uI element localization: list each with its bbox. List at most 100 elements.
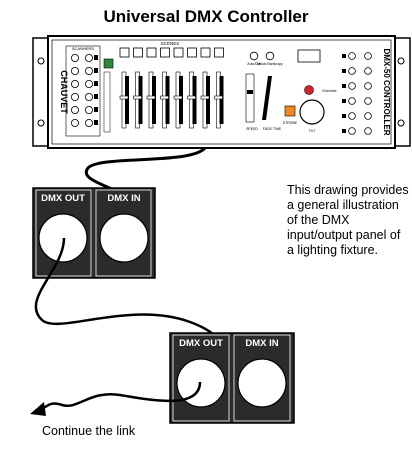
strobe-button[interactable] [284, 105, 296, 117]
scanner-button[interactable] [85, 119, 94, 128]
function-button[interactable] [364, 82, 372, 90]
scene-button[interactable] [133, 47, 143, 58]
brand-logo: CHAUVET [59, 70, 69, 114]
fader-scale-icon [138, 76, 143, 124]
fader-scale-icon [192, 76, 197, 124]
function-indicator-icon [342, 84, 346, 88]
scanner-indicator-icon [94, 107, 98, 112]
function-button[interactable] [348, 67, 356, 75]
fader-knob[interactable] [173, 95, 183, 100]
dmx-cable [39, 381, 202, 412]
controller-bezel [51, 39, 392, 145]
function-button[interactable] [364, 52, 372, 60]
scanner-button[interactable] [85, 106, 94, 115]
function-indicator-icon [342, 129, 346, 133]
scanner-button[interactable] [85, 93, 94, 102]
scanner-indicator-icon [94, 81, 98, 86]
scanner-button[interactable] [71, 67, 80, 76]
arrowhead-icon [30, 402, 46, 416]
side-panel-strip [103, 71, 111, 133]
power-led-icon [103, 58, 114, 69]
scanner-button[interactable] [71, 54, 80, 63]
dmx-in-label: DMX IN [245, 338, 278, 349]
dmx-controller: CHAUVET SCANNERS SCENES Auto/Del Music B… [32, 35, 411, 149]
tilt-label: TILT [309, 129, 317, 133]
dmx-out-label: DMX OUT [179, 338, 223, 349]
fader-scale-icon [125, 76, 129, 124]
function-button[interactable] [364, 127, 372, 135]
function-button-column [342, 52, 372, 135]
auto-del-label: Auto/Del [247, 62, 261, 66]
scanner-button[interactable] [71, 119, 80, 128]
channel-fader-bank [119, 71, 224, 129]
music-bankcopy-label: Music Bankcopy [257, 62, 283, 66]
function-button[interactable] [348, 127, 356, 135]
scanner-button[interactable] [71, 80, 80, 89]
function-button[interactable] [364, 112, 372, 120]
scene-button[interactable] [160, 47, 170, 58]
fader-knob[interactable] [214, 95, 223, 100]
dmx-out-label: DMX OUT [41, 193, 85, 204]
dmx-in-socket [237, 358, 287, 408]
scanners-label: SCANNERS [72, 46, 95, 51]
rack-screw-icon [397, 57, 405, 65]
scene-button[interactable] [173, 47, 184, 58]
speed-fader-knob[interactable] [247, 90, 253, 94]
fader-knob[interactable] [146, 95, 156, 100]
fader-knob[interactable] [187, 95, 196, 100]
scanner-button[interactable] [71, 93, 80, 102]
override-button[interactable] [304, 85, 314, 95]
override-label: Override [322, 89, 337, 93]
music-bankcopy-button[interactable] [265, 51, 275, 61]
scenes-label: SCENES [161, 41, 180, 46]
joystick[interactable] [299, 99, 325, 125]
scanner-button[interactable] [85, 54, 94, 63]
fader-knob[interactable] [160, 95, 169, 100]
scanner-button-grid [71, 54, 98, 128]
function-button[interactable] [348, 52, 356, 60]
scanner-indicator-icon [94, 55, 98, 60]
function-indicator-icon [342, 99, 346, 103]
scene-button[interactable] [146, 47, 157, 58]
speed-scale-wedge-icon [262, 76, 272, 120]
fader-scale-icon [152, 76, 156, 124]
function-button[interactable] [348, 97, 356, 105]
diagram-title: Universal DMX Controller [103, 7, 309, 26]
fader-scale-icon [219, 76, 224, 124]
fader-scale-icon [179, 76, 183, 124]
model-label: DMX-50 CONTROLLER [382, 48, 391, 135]
strobe-label: STROBE [283, 121, 298, 125]
scene-button[interactable] [214, 47, 224, 58]
fader-knob[interactable] [133, 95, 142, 100]
scanner-button[interactable] [85, 80, 94, 89]
auto-del-button[interactable] [249, 51, 259, 61]
rack-screw-icon [37, 119, 45, 127]
scanner-button[interactable] [85, 67, 94, 76]
rack-screw-icon [37, 57, 45, 65]
speed-fader-track [245, 73, 255, 123]
scanner-section-frame [65, 45, 101, 137]
function-button[interactable] [364, 97, 372, 105]
scene-button[interactable] [200, 47, 211, 58]
dmx-in-socket [99, 213, 149, 263]
function-button[interactable] [348, 82, 356, 90]
function-button[interactable] [364, 67, 372, 75]
fader-scale-icon [206, 76, 210, 124]
function-indicator-icon [342, 54, 346, 58]
function-button[interactable] [348, 112, 356, 120]
rack-screw-icon [397, 119, 405, 127]
scene-button[interactable] [187, 47, 197, 58]
scanner-indicator-icon [94, 68, 98, 73]
fader-knob[interactable] [200, 95, 210, 100]
scanner-button[interactable] [71, 106, 80, 115]
continue-caption: Continue the link [42, 424, 136, 438]
fader-knob[interactable] [119, 95, 129, 100]
fader-scale-icon [165, 76, 170, 124]
dmx-panel-1: DMX OUT DMX IN [32, 187, 156, 279]
dmx-in-label: DMX IN [107, 193, 140, 204]
speed-label: SPEED [246, 127, 258, 131]
scanner-indicator-icon [94, 120, 98, 125]
scene-button[interactable] [119, 47, 130, 58]
